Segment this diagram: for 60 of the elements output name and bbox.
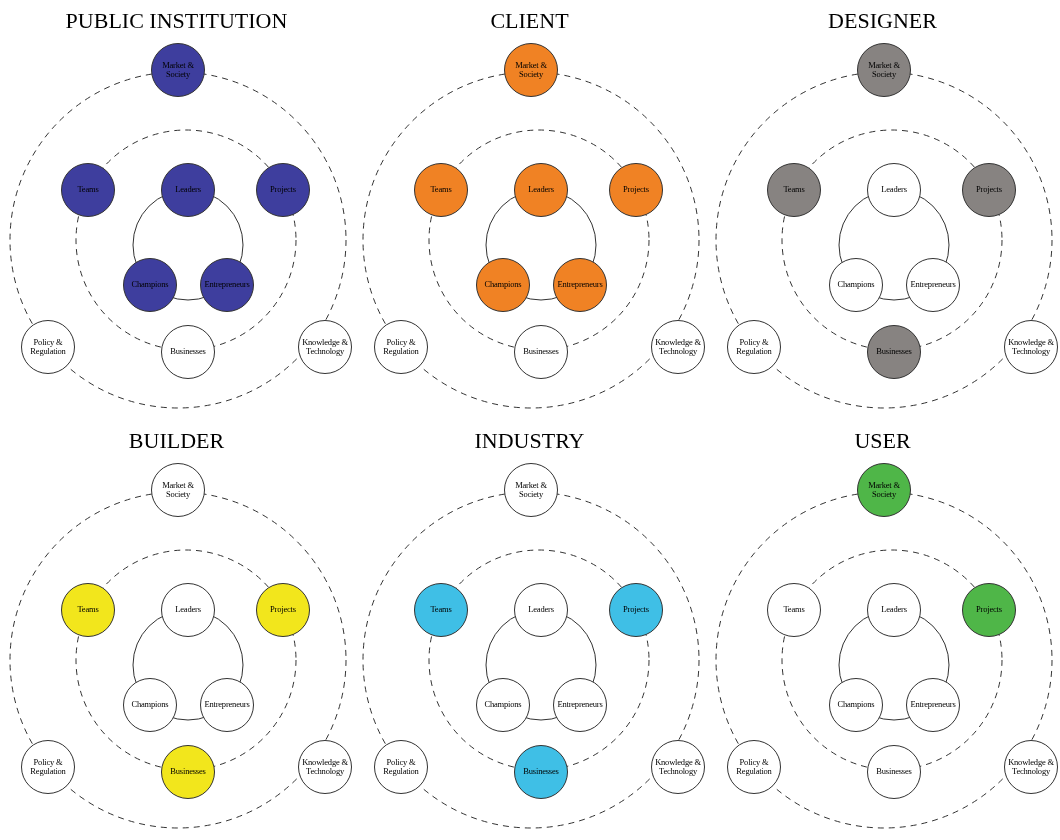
circle-node: Market & Society: [857, 43, 911, 97]
circle-node: Teams: [414, 583, 468, 637]
circle-node: Teams: [414, 163, 468, 217]
panel-title: USER: [854, 428, 911, 454]
circle-node: Market & Society: [504, 43, 558, 97]
panel-title: INDUSTRY: [474, 428, 585, 454]
circle-node: Policy & Regulation: [727, 740, 781, 794]
panel-title: BUILDER: [128, 428, 225, 454]
circle-node: Knowledge & Technology: [651, 740, 705, 794]
circle-node: Leaders: [514, 163, 568, 217]
panel-title: PUBLIC INSTITUTION: [65, 8, 288, 34]
circle-node: Teams: [767, 163, 821, 217]
circle-node: Policy & Regulation: [727, 320, 781, 374]
circle-node: Businesses: [161, 745, 215, 799]
circle-node: Champions: [829, 678, 883, 732]
circle-node: Champions: [476, 258, 530, 312]
panel-title: CLIENT: [490, 8, 569, 34]
circle-node: Entrepreneurs: [553, 258, 607, 312]
circle-node: Knowledge & Technology: [1004, 740, 1058, 794]
circle-node: Businesses: [161, 325, 215, 379]
circle-node: Leaders: [867, 163, 921, 217]
circle-node: Knowledge & Technology: [298, 740, 352, 794]
circle-node: Policy & Regulation: [21, 320, 75, 374]
circle-node: Entrepreneurs: [906, 678, 960, 732]
circle-node: Policy & Regulation: [374, 740, 428, 794]
circle-node: Businesses: [867, 745, 921, 799]
circle-node: Champions: [123, 258, 177, 312]
circle-node: Businesses: [867, 325, 921, 379]
circle-node: Policy & Regulation: [21, 740, 75, 794]
circle-node: Entrepreneurs: [200, 258, 254, 312]
circle-node: Policy & Regulation: [374, 320, 428, 374]
circle-node: Champions: [123, 678, 177, 732]
circle-node: Teams: [61, 583, 115, 637]
circle-node: Teams: [61, 163, 115, 217]
circle-node: Projects: [962, 163, 1016, 217]
circle-node: Entrepreneurs: [200, 678, 254, 732]
circle-node: Projects: [256, 583, 310, 637]
circle-node: Businesses: [514, 745, 568, 799]
circle-node: Leaders: [514, 583, 568, 637]
circle-node: Entrepreneurs: [906, 258, 960, 312]
circle-node: Knowledge & Technology: [298, 320, 352, 374]
circle-node: Knowledge & Technology: [651, 320, 705, 374]
circle-node: Leaders: [161, 163, 215, 217]
circle-node: Projects: [256, 163, 310, 217]
circle-node: Businesses: [514, 325, 568, 379]
circle-node: Market & Society: [504, 463, 558, 517]
circle-node: Champions: [829, 258, 883, 312]
circle-node: Market & Society: [857, 463, 911, 517]
panel-title: DESIGNER: [828, 8, 937, 34]
circle-node: Market & Society: [151, 43, 205, 97]
circle-node: Projects: [609, 583, 663, 637]
circle-node: Entrepreneurs: [553, 678, 607, 732]
circle-node: Leaders: [867, 583, 921, 637]
circle-node: Teams: [767, 583, 821, 637]
circle-node: Champions: [476, 678, 530, 732]
circle-node: Leaders: [161, 583, 215, 637]
circle-node: Projects: [962, 583, 1016, 637]
circle-node: Projects: [609, 163, 663, 217]
circle-node: Market & Society: [151, 463, 205, 517]
circle-node: Knowledge & Technology: [1004, 320, 1058, 374]
